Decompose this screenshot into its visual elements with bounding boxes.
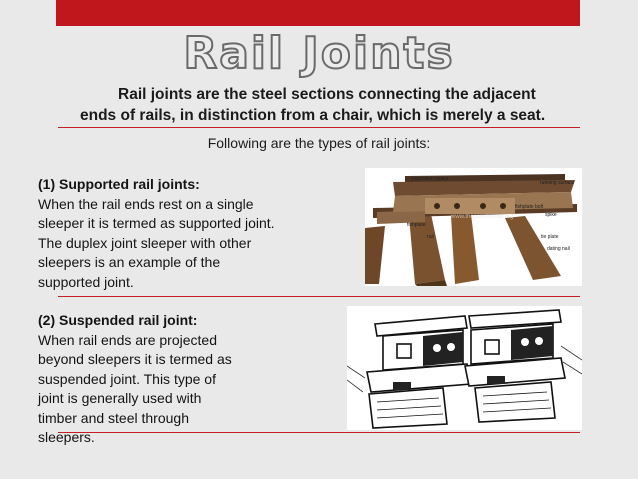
intro-line-2: ends of rails, in distinction from a cha… — [80, 107, 546, 124]
supported-joint-block: (1) Supported rail joints: When the rail… — [38, 175, 338, 292]
supported-line: sleepers is an example of the — [38, 254, 221, 270]
supported-line: When the rail ends rest on a single — [38, 195, 254, 212]
types-subtitle: Following are the types of rail joints: — [207, 135, 431, 151]
label-nut: nut — [427, 234, 435, 240]
suspended-line: sleepers. — [38, 429, 95, 445]
image-watermark: www.theconstructor.org — [450, 214, 513, 220]
suspended-joint-heading: (2) Suspended rail joint: — [38, 312, 198, 328]
label-fishplate: fishplate — [407, 222, 426, 228]
supported-joint-image: expansion space running surface fishplat… — [365, 168, 582, 286]
top-accent-band — [56, 0, 580, 26]
supported-joint-heading: (1) Supported rail joints: — [38, 176, 200, 192]
label-expansion-space: expansion space — [411, 176, 449, 182]
supported-line: sleeper it is termed as supported joint. — [38, 215, 275, 231]
slide-title: Rail Joints — [182, 27, 455, 80]
suspended-line: timber and steel through — [38, 409, 189, 426]
suspended-joint-image — [346, 306, 583, 430]
intro-text: Rail joints are the steel sections conne… — [60, 84, 580, 126]
divider-top — [58, 127, 580, 128]
divider-bottom — [58, 432, 580, 433]
suspended-line: When rail ends are projected — [38, 331, 217, 348]
suspended-joint-block: (2) Suspended rail joint: When rail ends… — [38, 311, 338, 448]
suspended-joint-illustration — [346, 309, 583, 429]
label-fishplate-bolt: fishplate bolt — [515, 204, 544, 210]
supported-line: The duplex joint sleeper with other — [38, 234, 252, 251]
supported-joint-illustration: expansion space running surface fishplat… — [365, 174, 577, 286]
divider-middle — [58, 296, 580, 297]
intro-line-1: Rail joints are the steel sections conne… — [118, 86, 536, 103]
suspended-line: suspended joint. This type of — [38, 370, 216, 387]
supported-line: supported joint. — [38, 273, 134, 290]
label-tie-plate: tie plate — [541, 234, 559, 240]
suspended-line: beyond sleepers it is termed as — [38, 351, 232, 367]
suspended-line: joint is generally used with — [38, 390, 202, 406]
label-spike: spike — [545, 212, 557, 218]
label-dating-nail: dating nail — [547, 246, 570, 252]
label-running-surface: running surface — [540, 180, 575, 186]
